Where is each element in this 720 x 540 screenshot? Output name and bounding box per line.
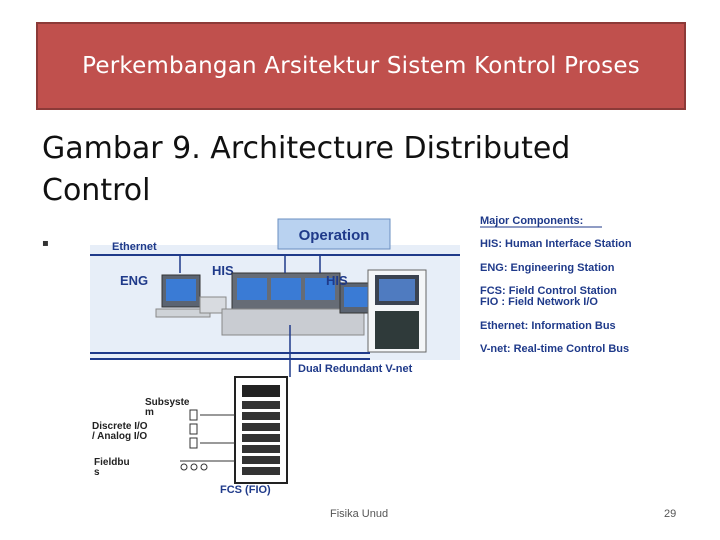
major-components-legend: Major Components: HIS: Human Interface S… (480, 215, 632, 355)
legend-header: Major Components: (480, 215, 583, 227)
legend-item: FIO : Field Network I/O (480, 296, 598, 308)
his-right-label: HIS (326, 273, 348, 288)
figure-heading-line2: Control (42, 173, 151, 208)
legend-item: V-net: Real-time Control Bus (480, 343, 629, 355)
subsystem-label-line2: m (145, 407, 154, 418)
page-number: 29 (664, 508, 677, 520)
legend-item: HIS: Human Interface Station (480, 238, 632, 250)
legend-item: FCS: Field Control Station (480, 285, 617, 297)
slide-title: Perkembangan Arsitektur Sistem Kontrol P… (82, 53, 640, 79)
fieldbus-label-line1: Fieldbu (94, 457, 130, 468)
subsystem-label-line1: Subsyste (145, 397, 190, 408)
ethernet-label: Ethernet (112, 241, 157, 253)
legend-item: Ethernet: Information Bus (480, 320, 616, 332)
footer-text: Fisika Unud (330, 508, 389, 520)
fcs-fio-label: FCS (FIO) (220, 484, 271, 496)
eng-workstation (155, 274, 227, 318)
field-device-icons (180, 409, 210, 471)
slide-title-bar: Perkembangan Arsitektur Sistem Kontrol P… (36, 22, 686, 110)
analog-io-label: / Analog I/O (92, 431, 147, 442)
dcs-architecture-diagram: Operation Ethernet ENG HIS HIS Dual Redu… (90, 215, 632, 496)
legend-item: ENG: Engineering Station (480, 262, 615, 274)
figure-heading-line1: Gambar 9. Architecture Distributed (42, 131, 571, 166)
his-station (367, 269, 427, 353)
eng-label: ENG (120, 273, 148, 288)
bullet-mark: ▪ (42, 238, 49, 249)
vnet-label: Dual Redundant V-net (298, 363, 413, 375)
his-left-label: HIS (212, 263, 234, 278)
fcs-cabinet (234, 376, 288, 484)
discrete-io-label: Discrete I/O (92, 421, 148, 432)
operation-label: Operation (299, 227, 370, 244)
fieldbus-label-line2: s (94, 467, 100, 478)
operation-box (277, 218, 391, 250)
figure-heading: Gambar 9. Architecture Distributed Contr… (42, 128, 642, 212)
